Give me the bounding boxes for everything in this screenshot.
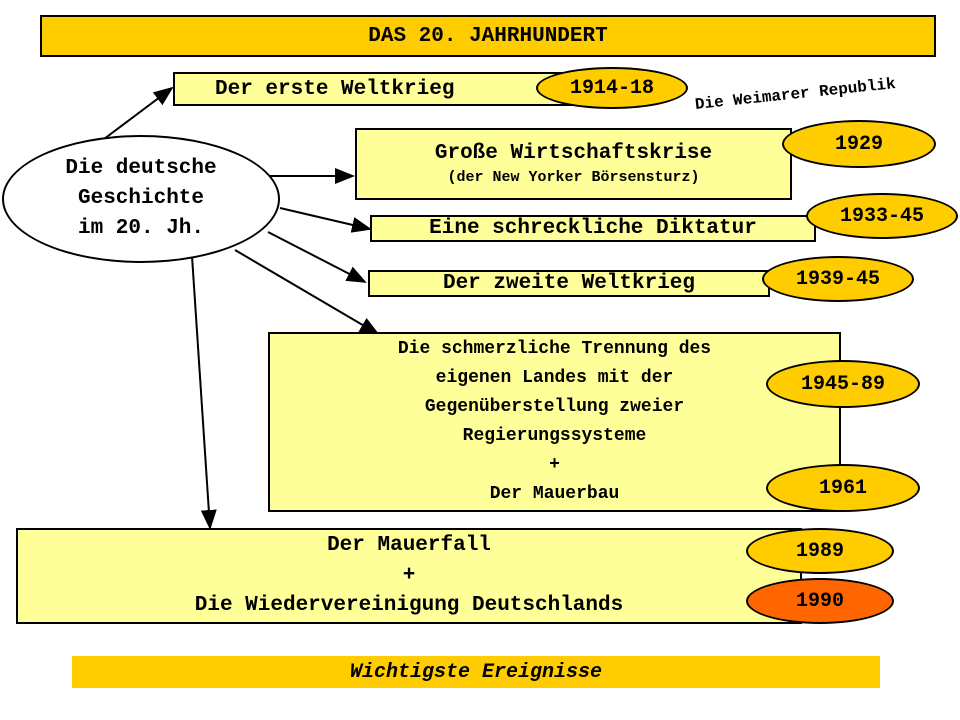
- page-title: DAS 20. JAHRHUNDERT: [40, 15, 936, 57]
- date-oval-wallbuild: 1961: [766, 464, 920, 512]
- division-line-1: Die schmerzliche Trennung des: [397, 339, 712, 359]
- event-label-dictatorship: Eine schreckliche Diktatur: [429, 217, 757, 240]
- wallfall-line-1: Der Mauerfall: [327, 534, 491, 557]
- wallfall-line-3: Die Wiedervereinigung Deutschlands: [194, 594, 624, 617]
- arrow-to-ww1: [95, 86, 174, 146]
- arrow-to-wallfall: [191, 255, 217, 530]
- date-oval-crisis: 1929: [782, 120, 936, 168]
- division-line-3: Gegenüberstellung zweier: [424, 397, 685, 417]
- event-sublabel-crisis: (der New Yorker Börsensturz): [447, 169, 700, 186]
- arrow-to-ww2: [267, 231, 367, 283]
- center-line-1: Die deutsche: [65, 157, 217, 180]
- footer-caption: Wichtigste Ereignisse: [72, 656, 880, 688]
- division-line-5: +: [549, 455, 560, 475]
- event-box-division: Die schmerzliche Trennung des eigenen La…: [268, 332, 841, 512]
- date-oval-wallfall: 1989: [746, 528, 894, 574]
- event-box-ww2: Der zweite Weltkrieg: [368, 270, 770, 297]
- division-line-6: Der Mauerbau: [489, 484, 620, 504]
- center-line-3: im 20. Jh.: [77, 217, 205, 240]
- event-box-crisis: Große Wirtschaftskrise (der New Yorker B…: [355, 128, 792, 200]
- event-label-crisis: Große Wirtschaftskrise: [434, 142, 713, 165]
- arrow-to-dictatorship: [279, 207, 372, 233]
- event-label-ww1: Der erste Weltkrieg: [215, 77, 455, 101]
- center-line-2: Geschichte: [77, 187, 205, 210]
- date-oval-ww2: 1939-45: [762, 256, 914, 302]
- date-oval-ww1: 1914-18: [536, 67, 688, 109]
- event-label-ww2: Der zweite Weltkrieg: [442, 272, 696, 295]
- date-oval-reunification: 1990: [746, 578, 894, 624]
- date-oval-division: 1945-89: [766, 360, 920, 408]
- division-line-2: eigenen Landes mit der: [435, 368, 674, 388]
- event-box-ww1: Der erste Weltkrieg: [173, 72, 573, 106]
- arrow-to-division: [234, 249, 380, 336]
- event-box-wallfall: Der Mauerfall + Die Wiedervereinigung De…: [16, 528, 802, 624]
- wallfall-line-2: +: [402, 564, 416, 587]
- event-box-dictatorship: Eine schreckliche Diktatur: [370, 215, 816, 242]
- date-oval-dictatorship: 1933-45: [806, 193, 958, 239]
- center-topic-ellipse: Die deutsche Geschichte im 20. Jh.: [2, 135, 280, 263]
- division-line-4: Regierungssysteme: [462, 426, 647, 446]
